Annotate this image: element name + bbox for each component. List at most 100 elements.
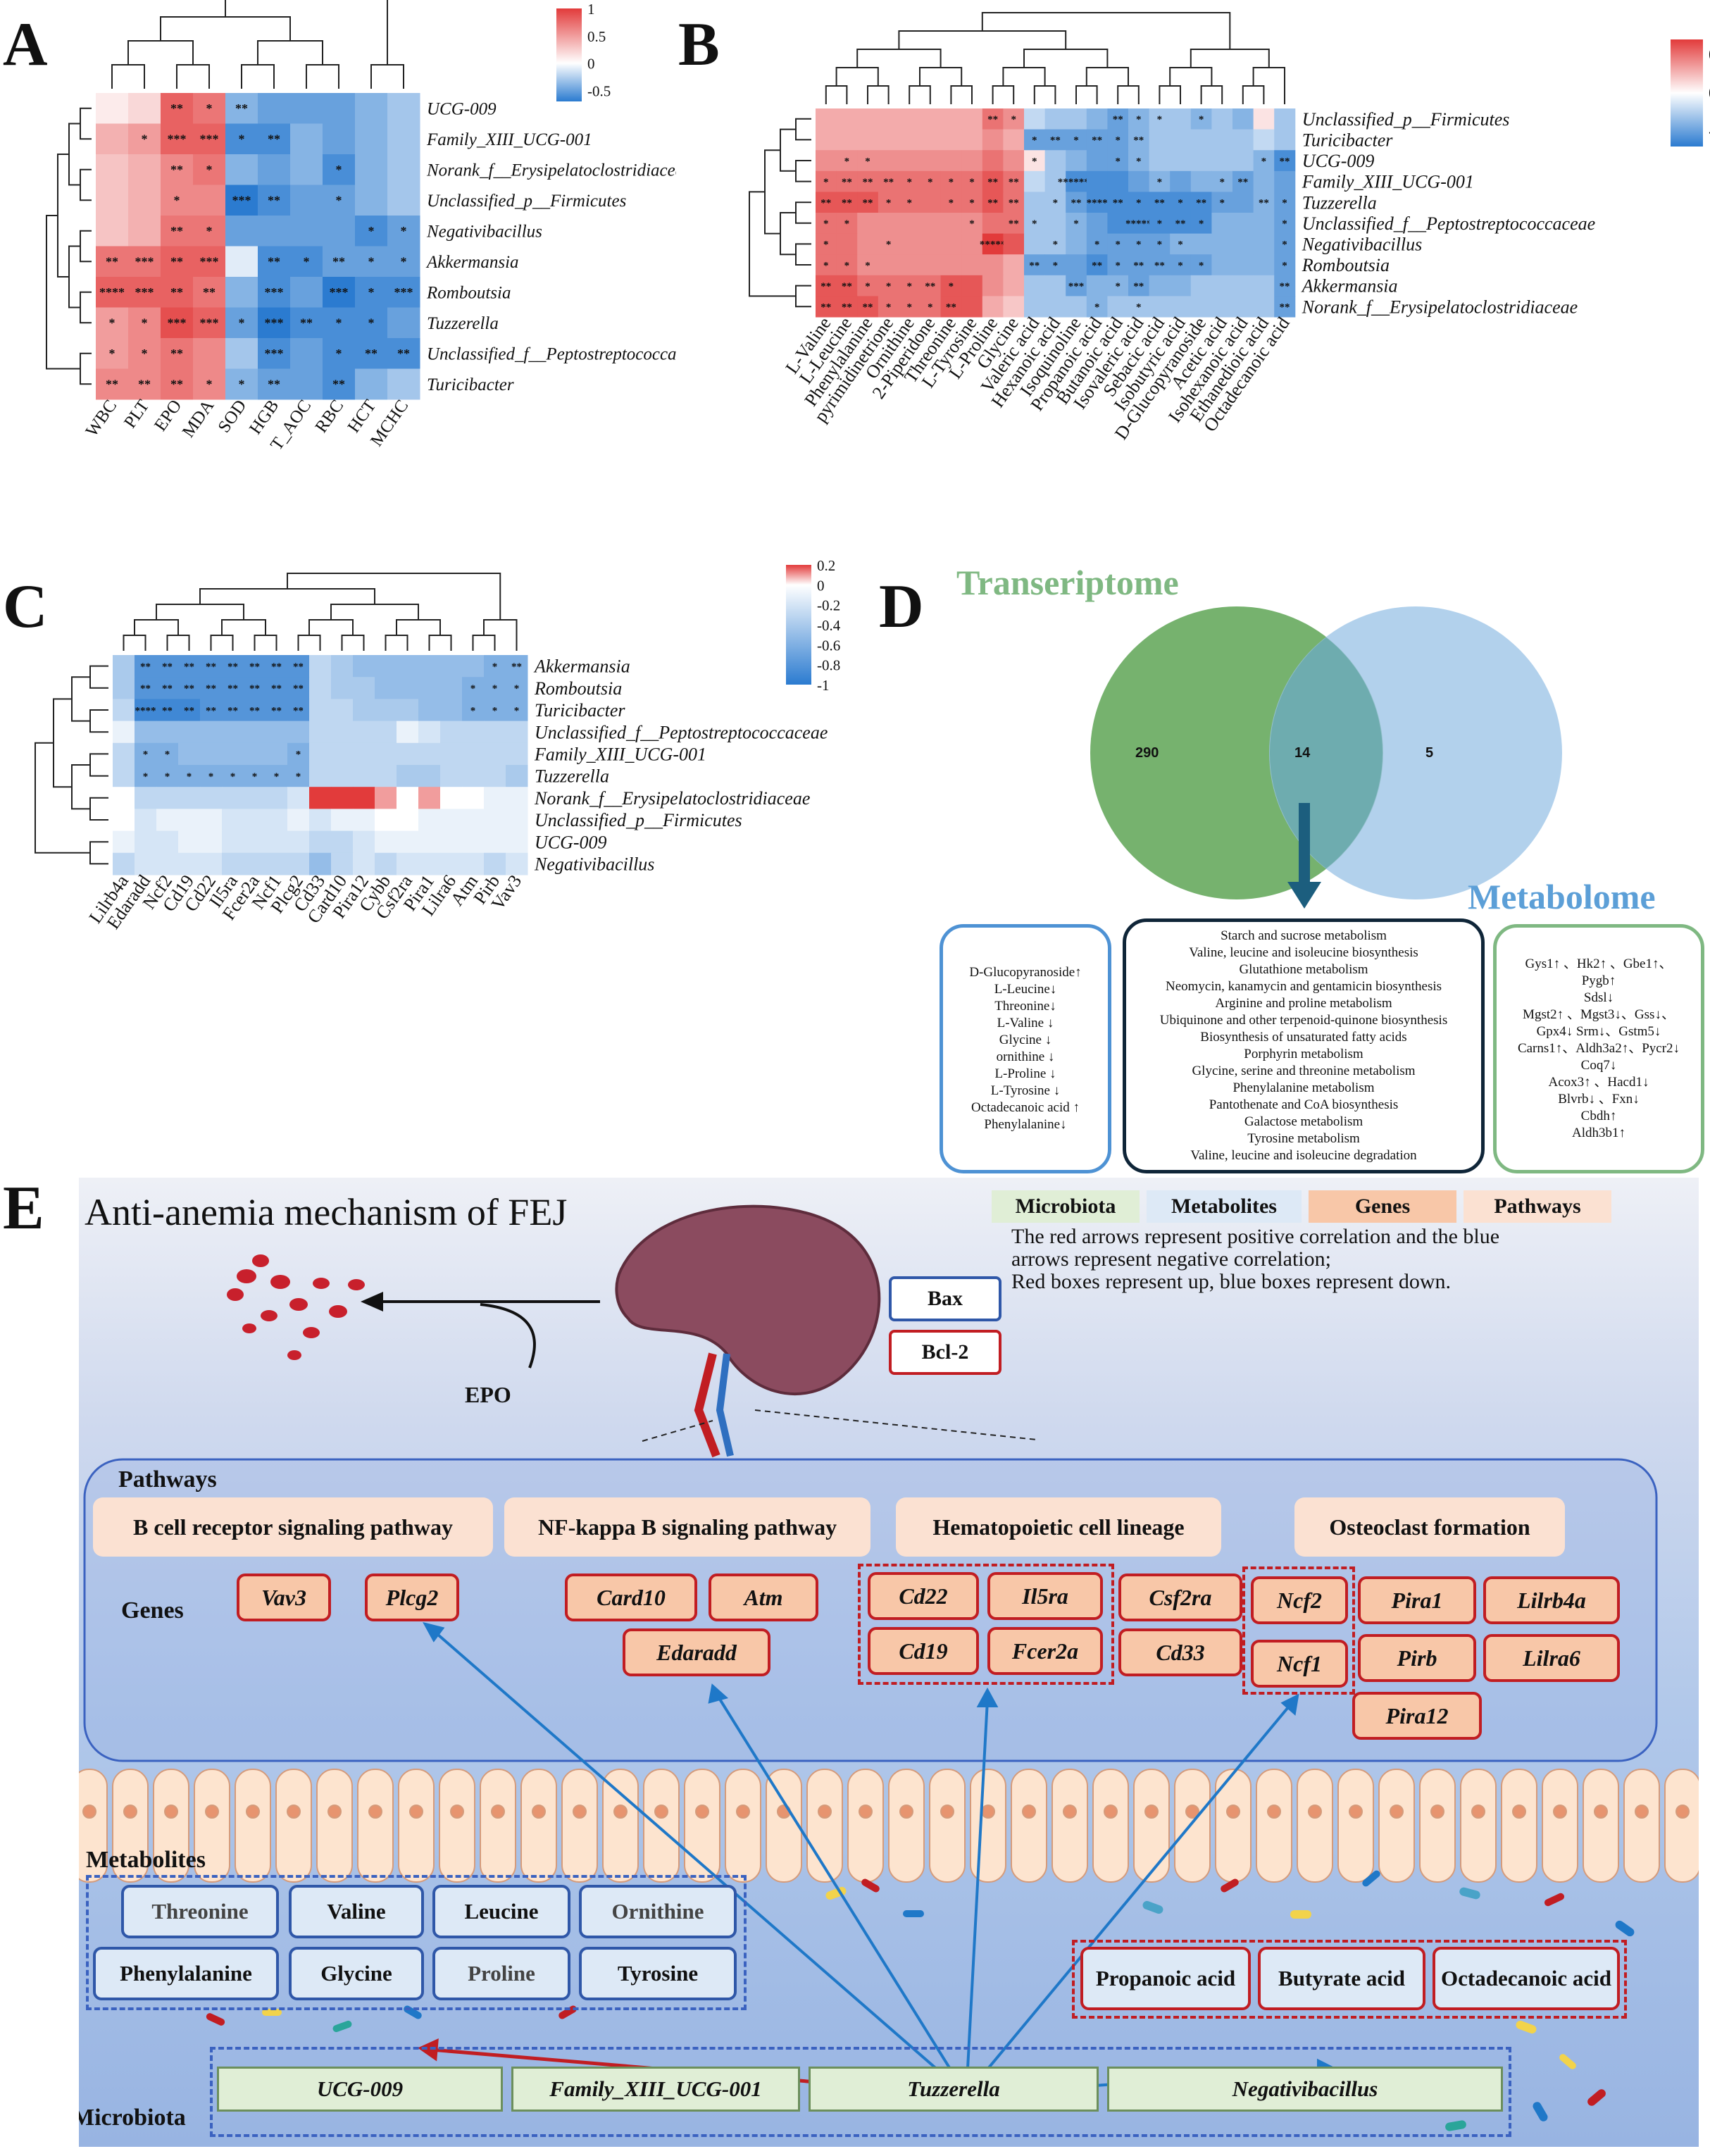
- heatmap-cell: [1024, 129, 1046, 151]
- significance-star: *: [514, 683, 520, 694]
- significance-star: **: [1259, 197, 1269, 208]
- heatmap-cell: [397, 765, 419, 787]
- heatmap-cell: [1128, 192, 1150, 213]
- heatmap-cell: [178, 677, 201, 699]
- significance-star: *: [1178, 239, 1183, 251]
- heatmap-cell: [135, 677, 157, 699]
- box-line: Glycine, serine and threonine metabolism: [1192, 1064, 1416, 1078]
- significance-star: *: [906, 177, 912, 188]
- heatmap-cell: [940, 254, 962, 276]
- legend-line-3: Red boxes represent up, blue boxes repre…: [1011, 1270, 1451, 1293]
- significance-star: *: [823, 218, 829, 230]
- heatmap-cell: [1149, 254, 1171, 276]
- heatmap-cell: [309, 721, 332, 744]
- villus-cell: [1583, 1769, 1619, 1883]
- pathway-hematopoietic: Hematopoietic cell lineage: [896, 1497, 1221, 1557]
- heatmap-cell: [899, 213, 920, 235]
- box-line: Blvrb↓ 、Fxn↓: [1558, 1092, 1640, 1107]
- box-line: Biosynthesis of unsaturated fatty acids: [1200, 1030, 1407, 1045]
- heatmap-cell: [1170, 275, 1192, 297]
- box-line: Glycine ↓: [999, 1033, 1052, 1047]
- heatmap-cell: [506, 765, 528, 787]
- significance-star: **: [1175, 218, 1186, 230]
- heatmap-cell: [290, 93, 323, 124]
- significance-star: **: [820, 301, 831, 313]
- gene-edaradd: Edaradd: [623, 1628, 770, 1676]
- gene-lilra6: Lilra6: [1483, 1634, 1620, 1682]
- villus-cell: [1501, 1769, 1537, 1883]
- villus-nucleus: [1267, 1805, 1281, 1819]
- row-label: Unclassified_p__Firmicutes: [535, 810, 742, 830]
- venn-box-metabolites: D-Glucopyranoside↑L-Leucine↓Threonine↓L-…: [940, 924, 1111, 1173]
- heatmap-cell: [878, 213, 899, 235]
- significance-star: *: [1199, 114, 1204, 125]
- row-label: Norank_f__Erysipelatoclostridiaceae: [426, 161, 676, 180]
- significance-star: *: [906, 197, 912, 208]
- heatmap-cell: [225, 93, 258, 124]
- heatmap-cell: [484, 830, 506, 854]
- significance-star: **: [1009, 197, 1019, 208]
- legend-tick: -0.5: [587, 82, 611, 99]
- significance-star: ***: [200, 316, 219, 330]
- heatmap-cell: [287, 677, 310, 699]
- villus-nucleus: [1594, 1805, 1608, 1819]
- gene-ncf1: Ncf1: [1251, 1640, 1348, 1688]
- significance-star: **: [1196, 197, 1206, 208]
- significance-star: *: [1136, 239, 1142, 251]
- heatmap-cell: [1107, 296, 1129, 318]
- heatmap-cell: [309, 655, 332, 678]
- heatmap-cell: [1066, 254, 1087, 276]
- heatmap-cell: [1274, 233, 1296, 255]
- heatmap-cell: [961, 296, 983, 318]
- gene-ncf2: Ncf2: [1251, 1576, 1348, 1624]
- heatmap-cell: [225, 277, 258, 308]
- heatmap-cell: [816, 129, 837, 151]
- heatmap-cell: [1024, 254, 1046, 276]
- heatmap-cell: [331, 742, 354, 766]
- significance-star: **: [1092, 260, 1102, 271]
- row-label: Akkermansia: [425, 253, 519, 272]
- significance-star: *******: [1058, 177, 1095, 188]
- heatmap-cell: [1024, 170, 1046, 192]
- significance-star: **: [1154, 197, 1165, 208]
- heatmap-cell: [193, 277, 226, 308]
- osteoclast-gene-group: [1242, 1566, 1355, 1695]
- legend-tick: 0: [817, 577, 825, 594]
- heatmap-cell: [331, 677, 354, 699]
- heatmap-cell: [1044, 170, 1066, 192]
- villus-nucleus: [1512, 1805, 1526, 1819]
- heatmap-cell: [96, 185, 129, 216]
- significance-star: *: [1199, 260, 1204, 271]
- significance-star: **: [271, 705, 282, 716]
- heatmap-cell: [920, 170, 942, 192]
- heatmap-cell: [1232, 108, 1254, 130]
- villus-nucleus: [573, 1805, 587, 1819]
- row-label: Negativibacillus: [534, 854, 654, 875]
- villus-cell: [316, 1769, 353, 1883]
- significance-star: ***: [330, 285, 349, 299]
- heatmap-cell: [1170, 254, 1192, 276]
- heatmap-cell: [353, 830, 375, 854]
- heatmap-cell: [113, 742, 135, 766]
- heatmap-cell: [940, 170, 962, 192]
- heatmap-cell: [200, 677, 223, 699]
- villus-cell: [602, 1769, 639, 1883]
- metabolite-octadecanoic-acid: Octadecanoic acid: [1433, 1947, 1620, 2010]
- significance-star: *****: [980, 239, 1006, 251]
- significance-star: **: [883, 177, 894, 188]
- heatmap-cell: [156, 765, 179, 787]
- significance-star: **: [842, 301, 852, 313]
- heatmap-cell: [1149, 108, 1171, 130]
- villus-cell: [970, 1769, 1006, 1883]
- significance-star: ***: [265, 316, 284, 330]
- villus-nucleus: [164, 1805, 178, 1819]
- heatmap-cell: [135, 699, 157, 722]
- box-line: Neomycin, kanamycin and gentamicin biosy…: [1165, 979, 1442, 994]
- pathway-osteoclast: Osteoclast formation: [1294, 1497, 1565, 1557]
- legend-line-2: arrows represent negative correlation;: [1011, 1247, 1331, 1271]
- heatmap-cell: [331, 655, 354, 678]
- heatmap-cell: [1107, 170, 1129, 192]
- heatmap-cell: [178, 852, 201, 876]
- box-line: Valine, leucine and isoleucine degradati…: [1190, 1148, 1417, 1163]
- column-label: MDA: [179, 397, 218, 441]
